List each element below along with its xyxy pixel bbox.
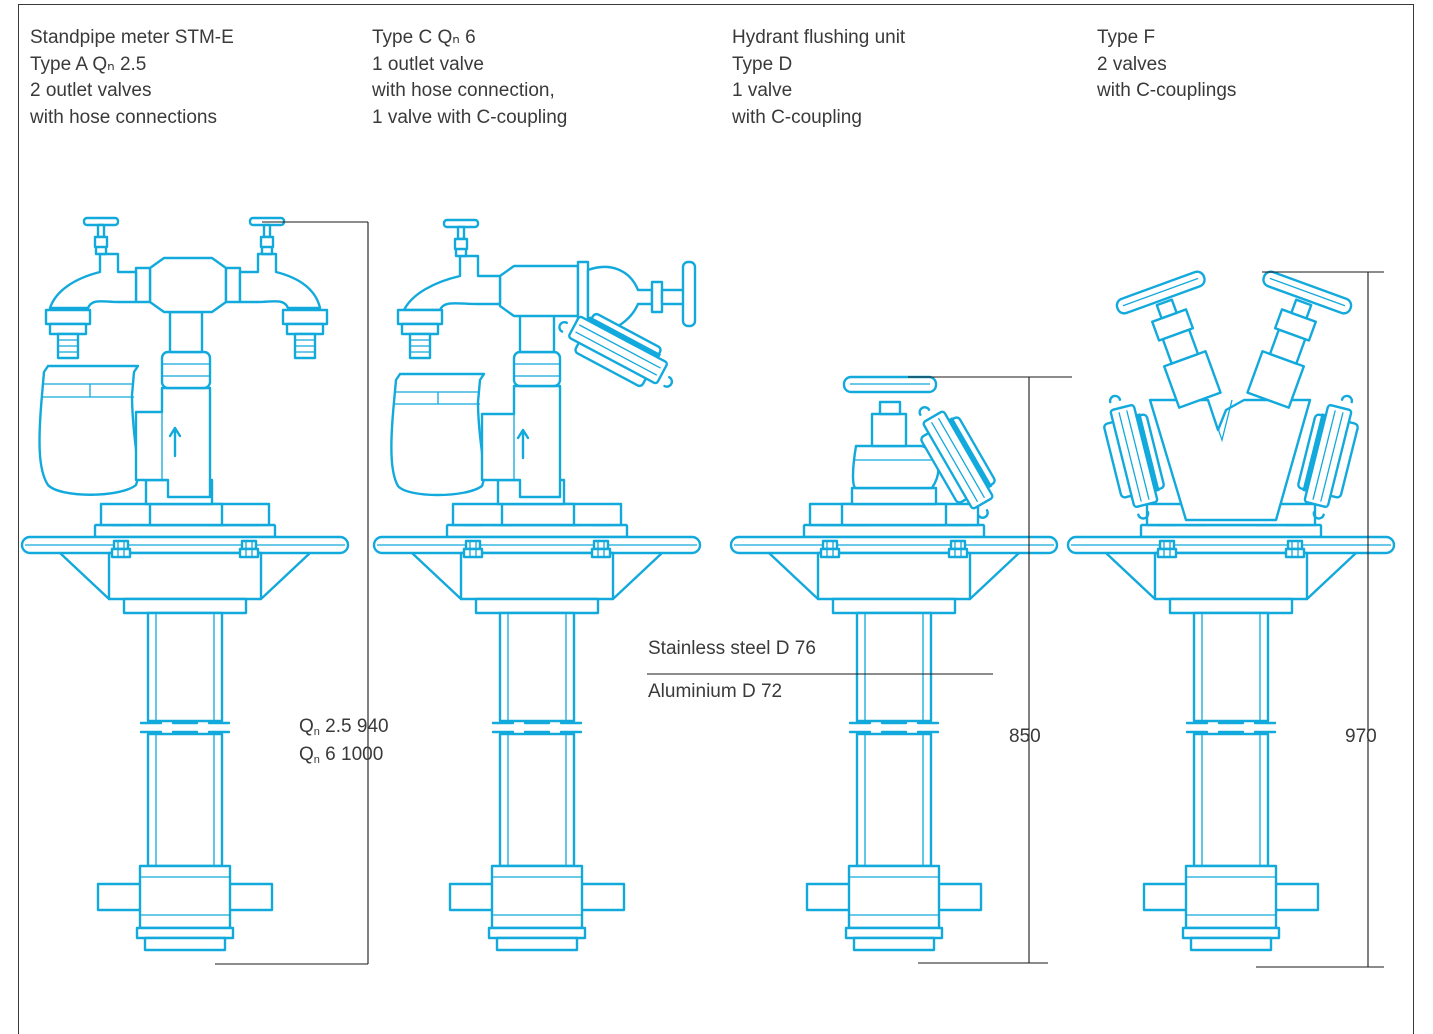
caption-line: Hydrant flushing unit — [732, 27, 906, 48]
caption-line: Type A Qₙ 2.5 — [30, 53, 147, 75]
caption-line: 2 valves — [1097, 53, 1167, 75]
caption-line: with C-coupling — [732, 106, 862, 128]
drawing-type-d — [731, 375, 1057, 950]
caption-line: 2 outlet valves — [30, 80, 152, 101]
drawing-type-a — [22, 216, 348, 950]
dimension-label-type-a-line1: Qn 2.5 940 — [299, 716, 389, 738]
caption-type-f: Type F 2 valves with C-couplings — [1097, 25, 1236, 105]
dimension-lines — [215, 221, 1384, 968]
dimension-label-type-a-line2: Qn 6 1000 — [299, 744, 384, 766]
material-label-stainless: Stainless steel D 76 — [648, 638, 816, 659]
caption-line: with C-couplings — [1097, 80, 1237, 101]
caption-line: 1 outlet valve — [372, 53, 484, 75]
drawing-type-c — [374, 218, 700, 950]
caption-line: 1 valve with C-coupling — [372, 106, 568, 128]
caption-type-a: Standpipe meter STM-E Type A Qₙ 2.5 2 ou… — [30, 25, 234, 131]
caption-type-d: Hydrant flushing unit Type D 1 valve wit… — [732, 25, 905, 131]
caption-line: with hose connections — [30, 106, 217, 128]
caption-line: Type D — [732, 53, 793, 75]
caption-line: Standpipe meter STM-E — [30, 27, 234, 48]
caption-line: with hose connection, — [372, 80, 555, 101]
figure-frame — [18, 4, 1414, 1034]
caption-line: Type F — [1097, 27, 1156, 48]
caption-line: 1 valve — [732, 80, 793, 101]
drawing-type-f — [1068, 268, 1394, 950]
caption-line: Type C Qₙ 6 — [372, 27, 476, 48]
caption-type-c: Type C Qₙ 6 1 outlet valve with hose con… — [372, 25, 567, 131]
dimension-label-type-f: 970 — [1345, 726, 1377, 747]
dimension-label-type-d: 850 — [1009, 726, 1041, 747]
material-label-aluminium: Aluminium D 72 — [648, 681, 783, 702]
